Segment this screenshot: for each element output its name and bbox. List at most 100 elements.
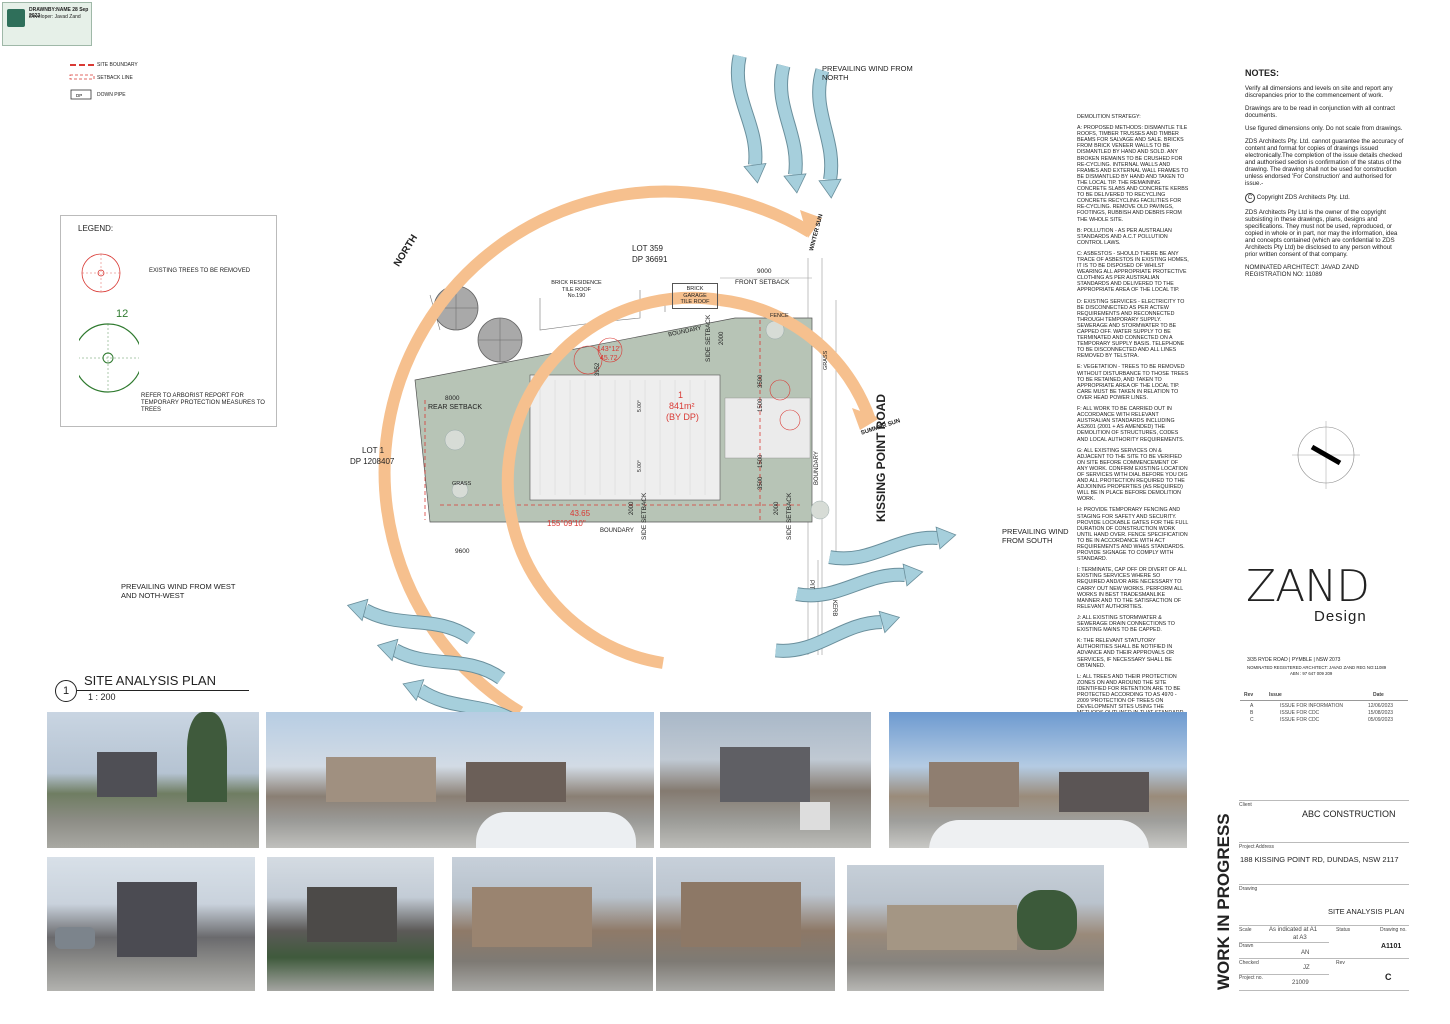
bearing-bottom-1: 43.65 bbox=[570, 509, 591, 518]
demolition-strategy: DEMOLITION STRATEGY: A: PROPOSED METHODS… bbox=[1077, 114, 1189, 721]
lot359-label: LOT 359 bbox=[632, 244, 663, 253]
demolition-item: A: PROPOSED METHODS: DISMANTLE TILE ROOF… bbox=[1077, 125, 1189, 223]
dim-1500-b: 1500 bbox=[758, 454, 764, 468]
front-setback-label: FRONT SETBACK bbox=[735, 279, 790, 286]
street-photo bbox=[452, 857, 653, 991]
demolition-item: E: VEGETATION - TREES TO BE REMOVED WITH… bbox=[1077, 364, 1189, 401]
grass-label-right: GRASS bbox=[823, 350, 829, 370]
project-no-value: 21009 bbox=[1292, 980, 1309, 986]
kerb-label: KERB bbox=[831, 600, 837, 617]
legend-refer-label: REFER TO ARBORIST REPORT FOR TEMPORARY P… bbox=[141, 393, 265, 413]
dim-3500-a: 3500 bbox=[758, 374, 764, 388]
client-label: Client bbox=[1239, 802, 1252, 808]
logo-main: ZAND bbox=[1246, 561, 1370, 612]
dp1-label: DP 1208407 bbox=[350, 457, 395, 466]
street-photo bbox=[847, 865, 1104, 991]
arc-arrowhead bbox=[852, 408, 880, 430]
dim-2000-c: 2000 bbox=[774, 501, 780, 515]
drawing-no-value: A1101 bbox=[1381, 943, 1402, 950]
lot-by-dp: (BY DP) bbox=[666, 412, 699, 422]
fence-label: FENCE bbox=[770, 313, 789, 319]
demolition-item: C: ASBESTOS - SHOULD THERE BE ANY TRACE … bbox=[1077, 250, 1189, 294]
brand-reg: NOMINATED REGISTERED ARCHITECT: JAVAD ZA… bbox=[1247, 665, 1387, 670]
project-no-label: Project no. bbox=[1239, 975, 1263, 981]
notes-panel: NOTES: Verify all dimensions and levels … bbox=[1245, 68, 1405, 284]
demolition-heading: DEMOLITION STRATEGY: bbox=[1077, 114, 1141, 120]
lot1-label: LOT 1 bbox=[362, 446, 385, 455]
dim-9600: 9600 bbox=[455, 548, 470, 555]
drawn-label: Drawn bbox=[1239, 943, 1254, 949]
drawn-value: AN bbox=[1301, 950, 1310, 956]
drawing-number-circle: 1 bbox=[55, 680, 77, 702]
street-photo bbox=[47, 857, 255, 991]
roof-hatching bbox=[539, 380, 706, 495]
scale-value-2: at A3 bbox=[1293, 935, 1307, 941]
brand-address: 3/35 RYDE ROAD | PYMBLE | NSW 2073 bbox=[1247, 657, 1341, 663]
address-label: Project Address bbox=[1239, 844, 1275, 850]
north-compass bbox=[1292, 421, 1360, 489]
nominated-architect: NOMINATED ARCHITECT: JAVAD ZAND bbox=[1245, 264, 1359, 271]
legend-protect-number: 12 bbox=[116, 308, 129, 320]
logo-sub: Design bbox=[1314, 608, 1367, 625]
key-symbols: DP bbox=[69, 64, 95, 100]
demolition-item: I: TERMINATE, CAP OFF OR DIVERT OF ALL E… bbox=[1077, 567, 1187, 610]
bearing-top-1: 143°12' bbox=[597, 346, 621, 353]
zand-logo: ZAND Design bbox=[1246, 565, 1406, 625]
checked-value: JZ bbox=[1303, 965, 1310, 971]
scale-label: Scale bbox=[1239, 927, 1252, 933]
note-paragraph: Drawings are to be read in conjunction w… bbox=[1245, 105, 1395, 119]
demolition-item: D: EXISTING SERVICES - ELECTRICITY TO BE… bbox=[1077, 298, 1185, 360]
stamp-title: DRAWNBY:NAME 28 Sep 2023 bbox=[29, 7, 89, 19]
dp359-label: DP 36691 bbox=[632, 255, 668, 264]
street-photo bbox=[266, 712, 654, 848]
rear-setback-label: REAR SETBACK bbox=[428, 404, 483, 412]
bearing-top-2: 45.72 bbox=[600, 355, 618, 362]
line-key: DP SITE BOUNDARY SETBACK LINE DOWN PIPE bbox=[68, 60, 188, 104]
side-setback-label-1: SIDE SETBACK bbox=[705, 314, 712, 362]
rev-header: Rev bbox=[1244, 692, 1254, 698]
street-photo bbox=[889, 712, 1187, 848]
neighbour-trees bbox=[444, 320, 830, 520]
grass-label: GRASS bbox=[452, 481, 472, 487]
drawing-value: SITE ANALYSIS PLAN bbox=[1328, 907, 1405, 916]
legend-symbols bbox=[79, 253, 139, 393]
legend-title: LEGEND: bbox=[78, 224, 114, 233]
key-down-pipe: DOWN PIPE bbox=[97, 92, 126, 98]
legend-box: LEGEND: EXISTING TREES TO BE REMOVED 12 … bbox=[60, 215, 277, 427]
wind-south-arrows bbox=[773, 524, 958, 661]
demolition-item: K: THE RELEVANT STATUTORY AUTHORITIES SH… bbox=[1077, 638, 1175, 669]
note-paragraph: Use figured dimensions only. Do not scal… bbox=[1245, 125, 1403, 132]
drawing-title-block: 1 SITE ANALYSIS PLAN 1 : 200 bbox=[55, 673, 255, 708]
dim-9000: 9000 bbox=[757, 268, 772, 275]
dim-5deg-a: 5.00° bbox=[637, 400, 643, 412]
demolition-item: H: PROVIDE TEMPORARY FENCING AND STAGING… bbox=[1077, 507, 1189, 563]
stamp-line: Developer: Javad Zand bbox=[29, 14, 81, 20]
note-paragraph: ZDS Architects Pty. Ltd. cannot guarante… bbox=[1245, 138, 1404, 187]
existing-dwelling bbox=[529, 374, 721, 501]
drawing-scale: 1 : 200 bbox=[88, 692, 116, 702]
dim-8000: 8000 bbox=[445, 395, 460, 402]
rev-label: Rev bbox=[1336, 960, 1345, 966]
drawing-label: Drawing bbox=[1239, 886, 1258, 892]
street-photo bbox=[267, 857, 434, 991]
road-label: KISSING POINT ROAD bbox=[874, 393, 888, 522]
demolition-item: J: ALL EXISTING STORMWATER & SEWERAGE DR… bbox=[1077, 614, 1175, 634]
dim-2000-a: 2000 bbox=[719, 331, 725, 345]
drawing-title: SITE ANALYSIS PLAN bbox=[84, 673, 216, 688]
winter-sun-arc bbox=[378, 185, 814, 718]
side-setback-label-2: SIDE SETBACK bbox=[641, 492, 648, 540]
demolition-item: L: ALL TREES AND THEIR PROTECTION ZONES … bbox=[1077, 673, 1185, 717]
title-block: Client ABC CONSTRUCTION Project Address … bbox=[1239, 800, 1409, 991]
dim-3952: 3952 bbox=[595, 362, 601, 376]
stamp-logo bbox=[7, 9, 25, 27]
notes-heading: NOTES: bbox=[1245, 68, 1280, 78]
boundary-label-right: BOUNDARY bbox=[814, 451, 820, 485]
lot-number: 1 bbox=[678, 390, 684, 400]
svg-text:DP: DP bbox=[76, 93, 82, 98]
demolition-item: G: ALL EXISTING SERVICES ON & ADJACENT T… bbox=[1077, 447, 1188, 503]
trees-removed bbox=[573, 337, 801, 431]
